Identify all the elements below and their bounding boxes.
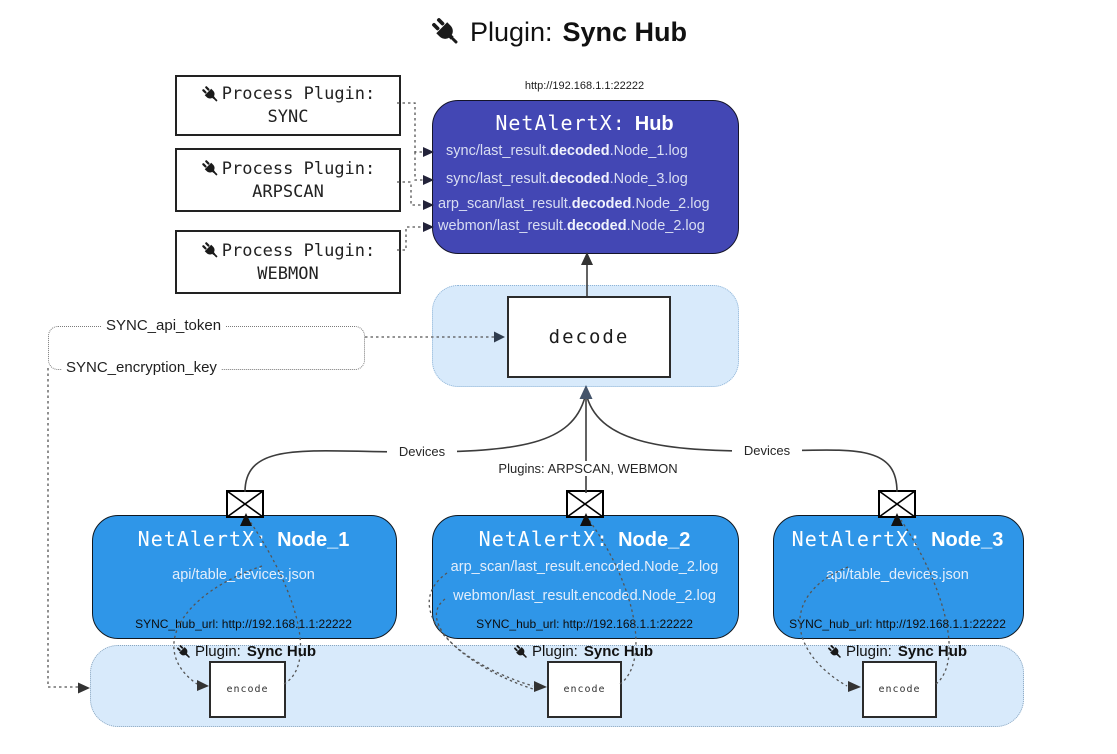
- node2-hub-url: SYNC_hub_url: http://192.168.1.1:22222: [476, 617, 693, 631]
- node2-file: webmon/last_result.encoded.Node_2.log: [453, 588, 716, 604]
- title-name: Sync Hub: [562, 16, 688, 47]
- envelope-icon: [226, 490, 264, 518]
- process-plugin-box-sync: Process Plugin: SYNC: [175, 75, 401, 136]
- node1-file: api/table_devices.json: [172, 567, 315, 583]
- plug-icon: [201, 242, 218, 258]
- decode-box: decode: [507, 296, 671, 378]
- plug-icon: [432, 18, 458, 44]
- process-plugin-box-webmon: Process Plugin: WEBMON: [175, 230, 401, 294]
- process-plugin-label: Process Plugin:: [221, 84, 376, 104]
- hub-log-line: arp_scan/last_result.decoded.Node_2.log: [438, 196, 710, 212]
- hub-title-prefix: NetAlertX:: [495, 111, 626, 135]
- encode-box: encode: [862, 661, 937, 718]
- sync-encryption-key-label: SYNC_encryption_key: [62, 359, 221, 376]
- edge-label-devices-left: Devices: [387, 444, 457, 459]
- process-plugin-name: WEBMON: [257, 263, 319, 284]
- band-plugin-label: Plugin:Sync Hub: [797, 643, 997, 660]
- arrowhead-decode-bottom: [579, 385, 593, 399]
- hub-log-line: sync/last_result.decoded.Node_1.log: [446, 143, 688, 159]
- edge-secrets-to-band: [47, 368, 78, 688]
- plug-icon: [827, 644, 841, 658]
- node1-title: NetAlertX:Node_1: [137, 527, 350, 551]
- hub-box: [432, 100, 739, 254]
- hub-title-name: Hub: [634, 113, 674, 135]
- plug-icon: [513, 644, 527, 658]
- title-prefix: Plugin:: [469, 16, 553, 47]
- node3-hub-url: SYNC_hub_url: http://192.168.1.1:22222: [789, 617, 1006, 631]
- edge-label-plugins-center: Plugins: ARPSCAN, WEBMON: [494, 461, 682, 476]
- plug-icon: [201, 85, 218, 101]
- process-plugin-label: Process Plugin:: [221, 240, 376, 261]
- hub-title: NetAlertX: Hub: [432, 111, 737, 136]
- process-plugin-name: SYNC: [267, 107, 309, 127]
- edge-sync-plugin-to-hub-line2: [414, 152, 423, 181]
- page-title: Plugin: Sync Hub: [0, 16, 1117, 48]
- band-plugin-label: Plugin:Sync Hub: [146, 643, 346, 660]
- hub-log-line: sync/last_result.decoded.Node_3.log: [446, 171, 688, 187]
- process-plugin-box-arpscan: Process Plugin: ARPSCAN: [175, 148, 401, 212]
- node3-title: NetAlertX:Node_3: [791, 527, 1004, 551]
- envelope-icon: [878, 490, 916, 518]
- envelope-icon: [566, 490, 604, 518]
- arrowhead-band-input: [78, 682, 90, 694]
- node2-file: arp_scan/last_result.encoded.Node_2.log: [450, 559, 719, 575]
- hub-url-label: http://192.168.1.1:22222: [524, 80, 645, 92]
- band-plugin-label: Plugin:Sync Hub: [483, 643, 683, 660]
- plug-icon: [201, 160, 218, 176]
- process-plugin-label: Process Plugin:: [221, 158, 376, 179]
- node2-title: NetAlertX:Node_2: [478, 527, 691, 551]
- hub-log-line: webmon/last_result.decoded.Node_2.log: [438, 218, 705, 234]
- process-plugin-name: ARPSCAN: [252, 181, 324, 202]
- encode-box: encode: [209, 661, 286, 718]
- plug-icon: [176, 644, 190, 658]
- node1-hub-url: SYNC_hub_url: http://192.168.1.1:22222: [135, 617, 352, 631]
- edge-label-devices-right: Devices: [732, 443, 802, 458]
- sync-api-token-label: SYNC_api_token: [102, 317, 226, 334]
- encode-box: encode: [547, 661, 622, 718]
- node3-file: api/table_devices.json: [826, 567, 969, 583]
